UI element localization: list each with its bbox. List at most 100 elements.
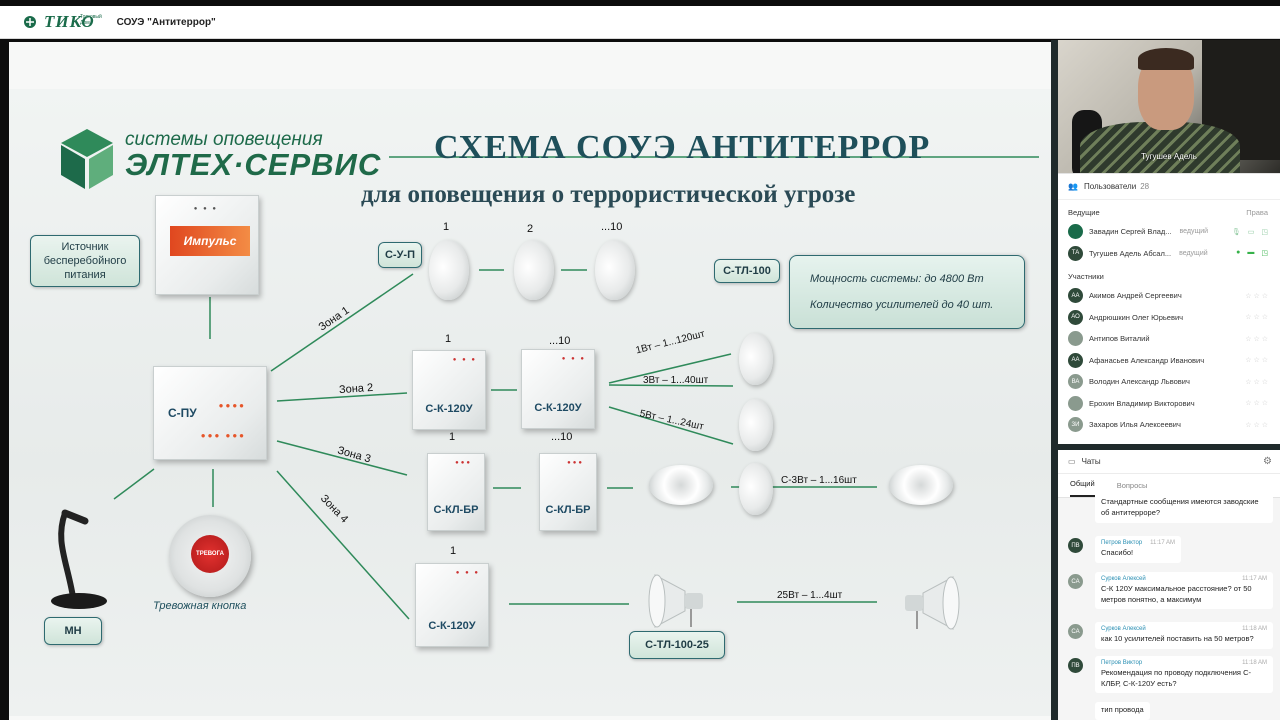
participant-row[interactable]: Ерохин Владимир Викторович☆ ☆ ☆ <box>1058 393 1280 415</box>
gear-icon[interactable]: ⚙ <box>1263 456 1272 467</box>
avatar <box>1068 395 1083 411</box>
ck120u-amplifier: С-К-120У● ● ● <box>521 349 595 429</box>
zone3-count-10: ...10 <box>551 431 573 443</box>
chat-message: тип провода <box>1068 702 1150 720</box>
wall-speaker-1w <box>739 333 773 385</box>
stl10025-label: С-ТЛ-100-25 <box>629 631 725 659</box>
participant-name: Ерохин Владимир Викторович <box>1089 398 1195 408</box>
host-name: Тугушев Адель Абсал... <box>1089 248 1172 258</box>
cklbr-label: С-КЛ-БР <box>433 504 479 516</box>
wall-speaker <box>429 240 469 300</box>
screen-share-icon[interactable]: ◳ <box>1261 228 1268 236</box>
screen-share-icon[interactable]: ◳ <box>1261 250 1268 258</box>
logo-text: ТИКО <box>44 12 95 31</box>
avatar: ПВ <box>1068 658 1083 673</box>
wiring-diagram <box>113 156 1039 620</box>
panel-divider[interactable] <box>1051 40 1058 720</box>
app-logo[interactable]: Торговый Дом ТИКО <box>22 12 102 32</box>
spu-buttons-lower: ●●● ●●● <box>200 431 246 440</box>
message-text: С-К 120У максимальное расстояние? от 50 … <box>1101 583 1252 604</box>
avatar: ТА <box>1068 245 1083 261</box>
mic-muted-icon[interactable]: 🎙 <box>1231 228 1241 236</box>
avatar: ЗИ <box>1068 417 1083 433</box>
participant-rights-icons: ☆ ☆ ☆ <box>1245 292 1268 300</box>
ceiling-speaker <box>889 465 953 505</box>
message-bubble: Стандартные сообщения имеются заводские … <box>1095 494 1273 523</box>
chat-icon: ▭ <box>1068 457 1076 466</box>
message-time: 11:17 AM <box>1150 540 1176 546</box>
avatar: ПВ <box>1068 538 1083 553</box>
spu-label: С-ПУ <box>168 406 197 420</box>
participant-rights-icons: ☆ ☆ ☆ <box>1245 421 1268 429</box>
tab-questions[interactable]: Вопросы <box>1116 481 1148 490</box>
participant-name: Володин Александр Львович <box>1089 377 1190 387</box>
avatar: АО <box>1068 309 1083 325</box>
slide-subtitle: для оповещения о террористической угрозе <box>361 181 856 208</box>
participant-rights-icons: ☆ ☆ ☆ <box>1245 314 1268 322</box>
ups-label: Источник бесперебойного питания <box>30 235 140 287</box>
users-header[interactable]: 👥 Пользователи 28 <box>1058 174 1280 200</box>
zone1-count-1: 1 <box>443 221 450 233</box>
ck120u-amplifier: С-К-120У● ● ● <box>415 563 489 647</box>
participant-name: Акимов Андрей Сергеевич <box>1089 291 1182 301</box>
horn-speaker <box>648 574 703 628</box>
mic-on-icon[interactable]: ● <box>1236 249 1241 257</box>
ceiling-speaker <box>649 465 713 505</box>
impulse-brand-label: Импульс <box>170 226 250 256</box>
indicator-dots: ●●● <box>567 460 584 466</box>
spk-3w-label: 3Вт – 1...40шт <box>643 375 709 386</box>
host-row[interactable]: ТА Тугушев Адель Абсал... ведущий ●▬◳ <box>1058 243 1280 265</box>
panel-separator[interactable] <box>1058 444 1280 450</box>
alarm-button: ТРЕВОГА <box>169 515 251 597</box>
webinar-title: СОУЭ "Антитеррор" <box>116 16 216 28</box>
zone2-count-10: ...10 <box>549 335 571 347</box>
users-count: 28 <box>1140 182 1150 191</box>
cklbr-label: С-КЛ-БР <box>545 504 591 516</box>
message-author: Сурков Алексей <box>1101 626 1146 632</box>
info-amps: Количество усилителей до 40 шт. <box>810 299 994 312</box>
sup-label: С-У-П <box>378 242 422 268</box>
camera-on-icon[interactable]: ▬ <box>1247 249 1255 257</box>
host-name: Завадин Сергей Влад... <box>1089 227 1172 237</box>
participants-label: Участники <box>1068 272 1104 281</box>
webcam-video[interactable]: Тугушев Адель <box>1058 40 1280 173</box>
zone1-count-2: 2 <box>527 223 534 235</box>
slide-title: СХЕМА СОУЭ АНТИТЕРРОР <box>434 129 931 166</box>
brand-tagline: системы оповещения <box>125 129 323 150</box>
stl100-label: С-ТЛ-100 <box>714 259 780 283</box>
chat-message: Стандартные сообщения имеются заводские … <box>1068 494 1273 523</box>
message-author: Петров Виктор <box>1101 540 1143 546</box>
avatar: СА <box>1068 624 1083 639</box>
participant-row[interactable]: Антипов Виталий☆ ☆ ☆ <box>1058 328 1280 350</box>
spk-horn-label: 25Вт – 1...4шт <box>777 590 843 601</box>
message-time: 11:18 AM <box>1242 626 1267 632</box>
zone-2-label: Зона 2 <box>338 381 374 397</box>
users-panel: 👥 Пользователи 28 Ведущие Права Завадин … <box>1058 173 1280 444</box>
host-row[interactable]: Завадин Сергей Влад... ведущий 🎙▭◳ <box>1058 221 1280 243</box>
message-author: Петров Виктор <box>1101 660 1143 666</box>
spk-ceiling-label: С-3Вт – 1...16шт <box>781 475 857 486</box>
cklbr-amplifier: С-КЛ-БР ●●● <box>539 453 597 531</box>
participant-name: Захаров Илья Алексеевич <box>1089 420 1181 430</box>
avatar <box>1068 331 1083 347</box>
chat-title: Чаты <box>1081 457 1101 466</box>
impulse-device: Импульс ● ● ● <box>155 195 259 295</box>
participant-row[interactable]: ЗИ Захаров Илья Алексеевич ☆ ☆ ☆ <box>1058 414 1280 436</box>
chat-panel: ▭ Чаты ⚙ Общий Вопросы Стандартные сообщ… <box>1058 450 1280 720</box>
camera-off-icon[interactable]: ▭ <box>1247 228 1255 236</box>
tab-general[interactable]: Общий <box>1070 479 1095 497</box>
alarm-button-text: ТРЕВОГА <box>191 535 229 573</box>
horn-speaker <box>905 576 960 630</box>
participant-rights-icons: ☆ ☆ ☆ <box>1245 357 1268 365</box>
mn-label: МН <box>44 617 102 645</box>
ck120u-amplifier: С-К-120У● ● ● <box>412 350 486 430</box>
message-time: 11:17 AM <box>1242 576 1267 582</box>
